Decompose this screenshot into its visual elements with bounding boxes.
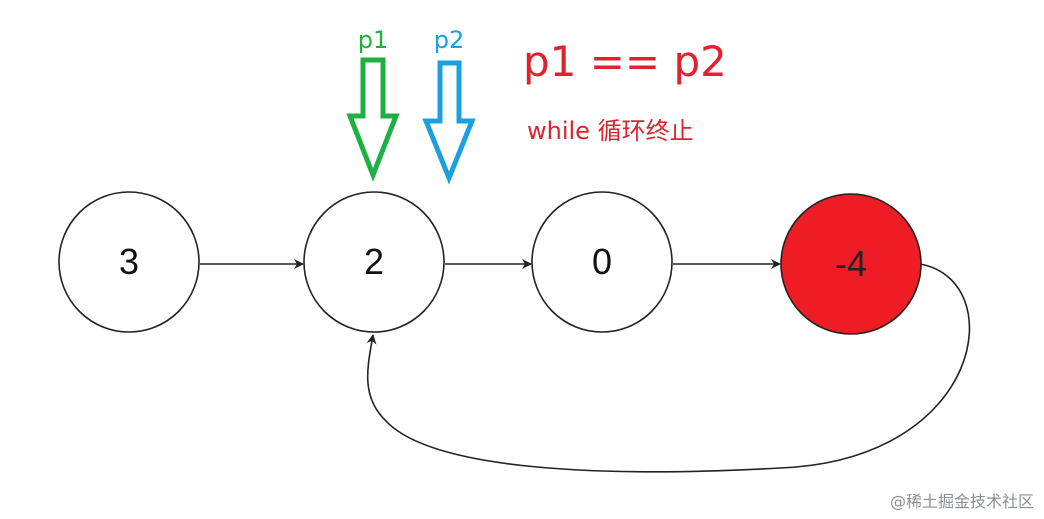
node-label: 0 <box>592 241 612 282</box>
down-arrow-icon <box>346 57 400 182</box>
node-label: 2 <box>364 241 384 282</box>
pointer-p1: p1 <box>346 26 400 182</box>
node-circle-highlighted <box>780 193 922 335</box>
loop-terminate-note: while 循环终止 <box>527 117 694 145</box>
node-n2: 0 <box>531 191 673 333</box>
node-circle <box>531 191 673 333</box>
watermark: @稀土掘金技术社区 <box>890 492 1034 511</box>
node-label: -4 <box>835 243 867 284</box>
node-n1: 2 <box>303 191 445 333</box>
node-label: 3 <box>119 241 139 282</box>
pointer-label: p1 <box>358 26 389 54</box>
node-circle <box>303 191 445 333</box>
node-n0: 3 <box>58 191 200 333</box>
node-circle <box>58 191 200 333</box>
pointer-p2: p2 <box>422 26 476 185</box>
pointer-label: p2 <box>434 26 465 54</box>
condition-text: p1 == p2 <box>523 37 727 86</box>
node-n3: -4 <box>780 193 922 335</box>
edge-n3-n1-cycle <box>366 263 971 473</box>
down-arrow-icon <box>422 60 476 185</box>
